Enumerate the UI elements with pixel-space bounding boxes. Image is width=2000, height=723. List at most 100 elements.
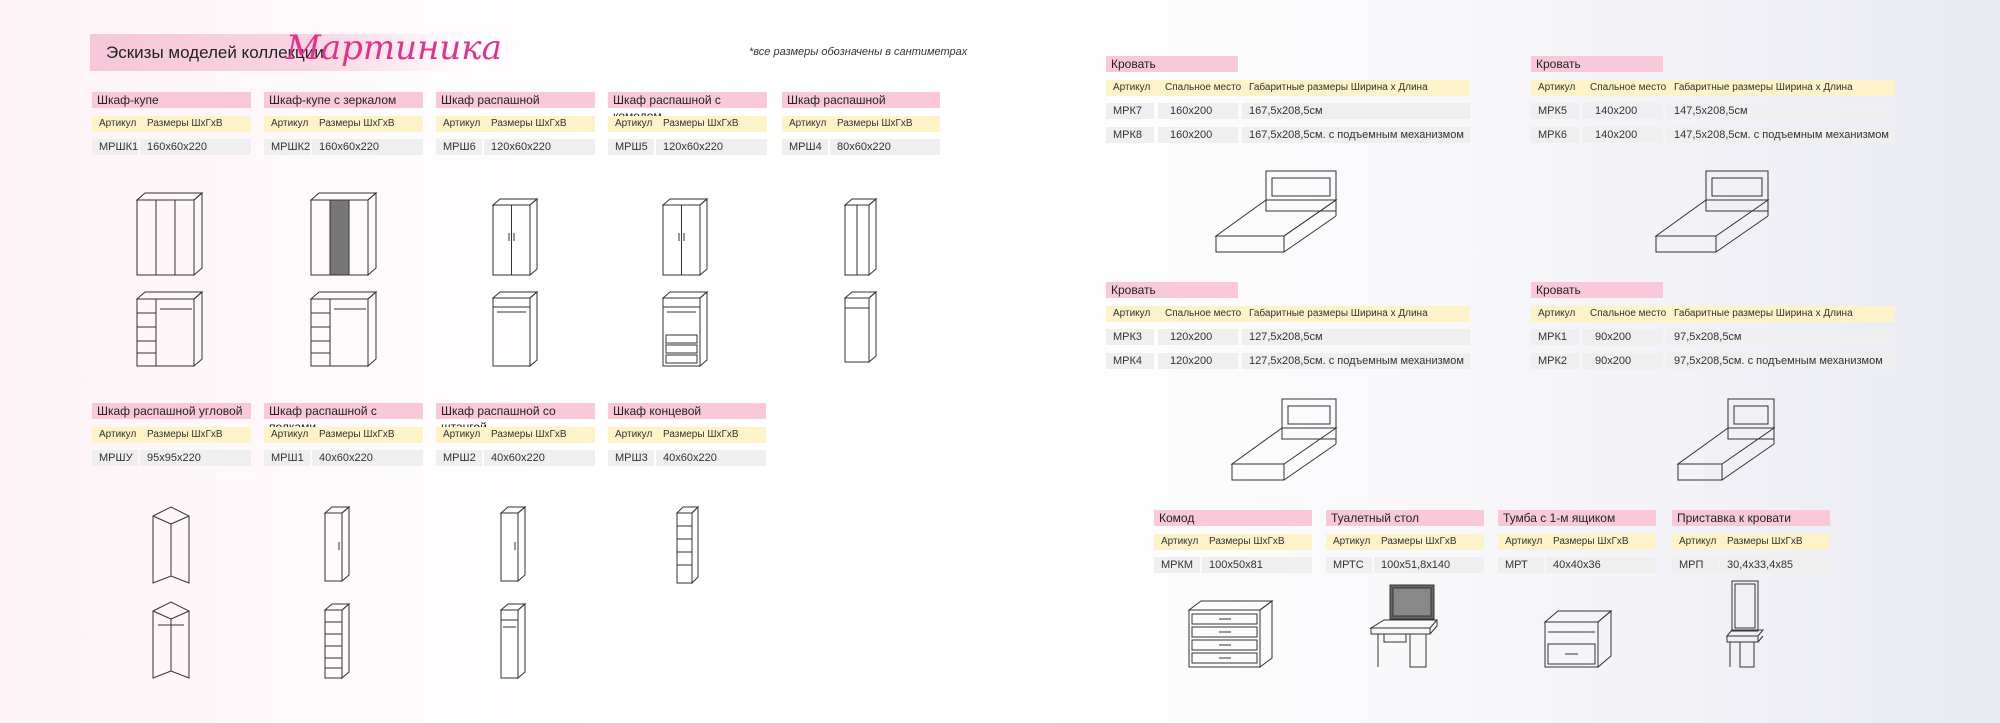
corner-wardrobe-sketch-closed <box>152 506 190 584</box>
dresser-wardrobe-sketch-closed <box>662 198 710 276</box>
size-value: 40х60х220 <box>312 450 423 466</box>
product-title: Шкаф распашной с полками <box>264 403 423 434</box>
mirror-wardrobe-sketch-closed <box>310 192 380 276</box>
sleep-value: 160х200 <box>1158 127 1238 143</box>
dims-value: 147,5х208,5см <box>1667 103 1895 119</box>
product-title: Кровать <box>1106 282 1238 298</box>
collection-header: Эскизы моделей коллекции Мартиника <box>90 28 502 71</box>
sleep-value: 90х200 <box>1583 353 1663 369</box>
product-title: Шкаф распашной угловой <box>92 403 251 419</box>
collection-script-title: Мартиника <box>286 28 502 68</box>
size-value: 120х60х220 <box>484 139 595 155</box>
product-title: Приставка к кровати <box>1672 510 1830 526</box>
article-label: Артикул <box>1161 536 1199 547</box>
article-code: МРК1 <box>1531 329 1579 345</box>
dresser-wardrobe-sketch-open <box>662 291 710 367</box>
size-value: 120х60х220 <box>656 139 767 155</box>
sleep-value: 120х200 <box>1158 353 1238 369</box>
product-title: Туалетный стол <box>1326 510 1484 526</box>
size-label: Размеры ШхГхВ <box>147 118 223 129</box>
product-title: Шкаф-купе <box>92 92 251 108</box>
size-label: Размеры ШхГхВ <box>1727 536 1803 547</box>
bed-sketch-90 <box>1676 398 1776 482</box>
bed-extension-sketch <box>1726 580 1764 668</box>
size-label: Размеры ШхГхВ <box>491 429 567 440</box>
sleep-value: 140х200 <box>1583 127 1663 143</box>
size-label: Размеры ШхГхВ <box>1381 536 1457 547</box>
dims-label: Габаритные размеры Ширина х Длина <box>1674 308 1853 319</box>
article-code: МРШ2 <box>436 450 482 466</box>
size-value: 40х60х220 <box>656 450 766 466</box>
collection-title: Эскизы моделей коллекции <box>106 43 324 62</box>
rod-wardrobe-sketch-open <box>500 603 528 679</box>
sleep-label: Спальное место <box>1165 308 1242 319</box>
bed-sketch-160 <box>1214 170 1338 254</box>
size-value: 160х60х220 <box>140 139 251 155</box>
article-code: МРК8 <box>1106 127 1154 143</box>
size-note: *все размеры обозначены в сантиметрах <box>749 46 968 58</box>
swing-wardrobe-sketch-open <box>492 291 540 367</box>
product-title: Шкаф распашной <box>782 92 940 108</box>
nightstand-sketch <box>1544 610 1612 668</box>
article-code: МРК3 <box>1106 329 1154 345</box>
size-value: 100х51,8х140 <box>1374 557 1484 573</box>
dims-value: 147,5х208,5см. с подъемным механизмом <box>1667 127 1895 143</box>
article-code: МРК2 <box>1531 353 1579 369</box>
article-code: МРШК1 <box>92 139 138 155</box>
article-label: Артикул <box>1505 536 1543 547</box>
article-label: Артикул <box>1333 536 1371 547</box>
article-label: Артикул <box>1538 82 1576 93</box>
article-label: Артикул <box>443 118 481 129</box>
article-label: Артикул <box>443 429 481 440</box>
article-code: МРШ3 <box>608 450 654 466</box>
sleep-value: 120х200 <box>1158 329 1238 345</box>
swing-wardrobe-sketch-closed <box>492 198 540 276</box>
dims-value: 167,5х208,5см. с подъемным механизмом <box>1242 127 1470 143</box>
sleep-label: Спальное место <box>1165 82 1242 93</box>
article-code: МРКМ <box>1154 557 1200 573</box>
article-code: МРК7 <box>1106 103 1154 119</box>
size-label: Размеры ШхГхВ <box>1553 536 1629 547</box>
size-value: 40х60х220 <box>484 450 595 466</box>
size-value: 160х60х220 <box>312 139 423 155</box>
wardrobe-sketch-open <box>136 291 206 367</box>
size-value: 95х95х220 <box>140 450 251 466</box>
dims-value: 97,5х208,5см <box>1667 329 1895 345</box>
size-value: 30,4х33,4х85 <box>1720 557 1830 573</box>
article-label: Артикул <box>1113 82 1151 93</box>
sleep-label: Спальное место <box>1590 82 1667 93</box>
narrow-wardrobe-sketch-closed <box>844 198 878 276</box>
rod-wardrobe-sketch-closed <box>500 506 528 582</box>
size-value: 80х60х220 <box>830 139 940 155</box>
bed-sketch-120 <box>1230 398 1338 482</box>
size-label: Размеры ШхГхВ <box>663 429 739 440</box>
dresser-sketch <box>1188 600 1274 668</box>
product-title: Кровать <box>1531 282 1663 298</box>
article-label: Артикул <box>1113 308 1151 319</box>
article-label: Артикул <box>789 118 827 129</box>
article-code: МРТС <box>1326 557 1372 573</box>
product-title: Шкаф распашной с комодом <box>608 92 767 123</box>
article-label: Артикул <box>1538 308 1576 319</box>
sleep-value: 160х200 <box>1158 103 1238 119</box>
size-label: Размеры ШхГхВ <box>319 429 395 440</box>
sleep-label: Спальное место <box>1590 308 1667 319</box>
product-title: Кровать <box>1106 56 1238 72</box>
article-code: МРШ5 <box>608 139 654 155</box>
bed-sketch-140 <box>1654 170 1770 254</box>
size-label: Размеры ШхГхВ <box>147 429 223 440</box>
dims-value: 97,5х208,5см. с подъемным механизмом <box>1667 353 1895 369</box>
article-code: МРК6 <box>1531 127 1579 143</box>
article-code: МРТ <box>1498 557 1544 573</box>
product-title: Тумба с 1-м ящиком <box>1498 510 1656 526</box>
article-code: МРП <box>1672 557 1718 573</box>
dims-label: Габаритные размеры Ширина х Длина <box>1674 82 1853 93</box>
dims-value: 127,5х208,5см. с подъемным механизмом <box>1242 353 1470 369</box>
size-label: Размеры ШхГхВ <box>663 118 739 129</box>
size-label: Размеры ШхГхВ <box>491 118 567 129</box>
sleep-value: 140х200 <box>1583 103 1663 119</box>
article-label: Артикул <box>615 429 653 440</box>
size-value: 100х50х81 <box>1202 557 1312 573</box>
dims-value: 167,5х208,5см <box>1242 103 1470 119</box>
vanity-table-sketch <box>1370 584 1438 668</box>
